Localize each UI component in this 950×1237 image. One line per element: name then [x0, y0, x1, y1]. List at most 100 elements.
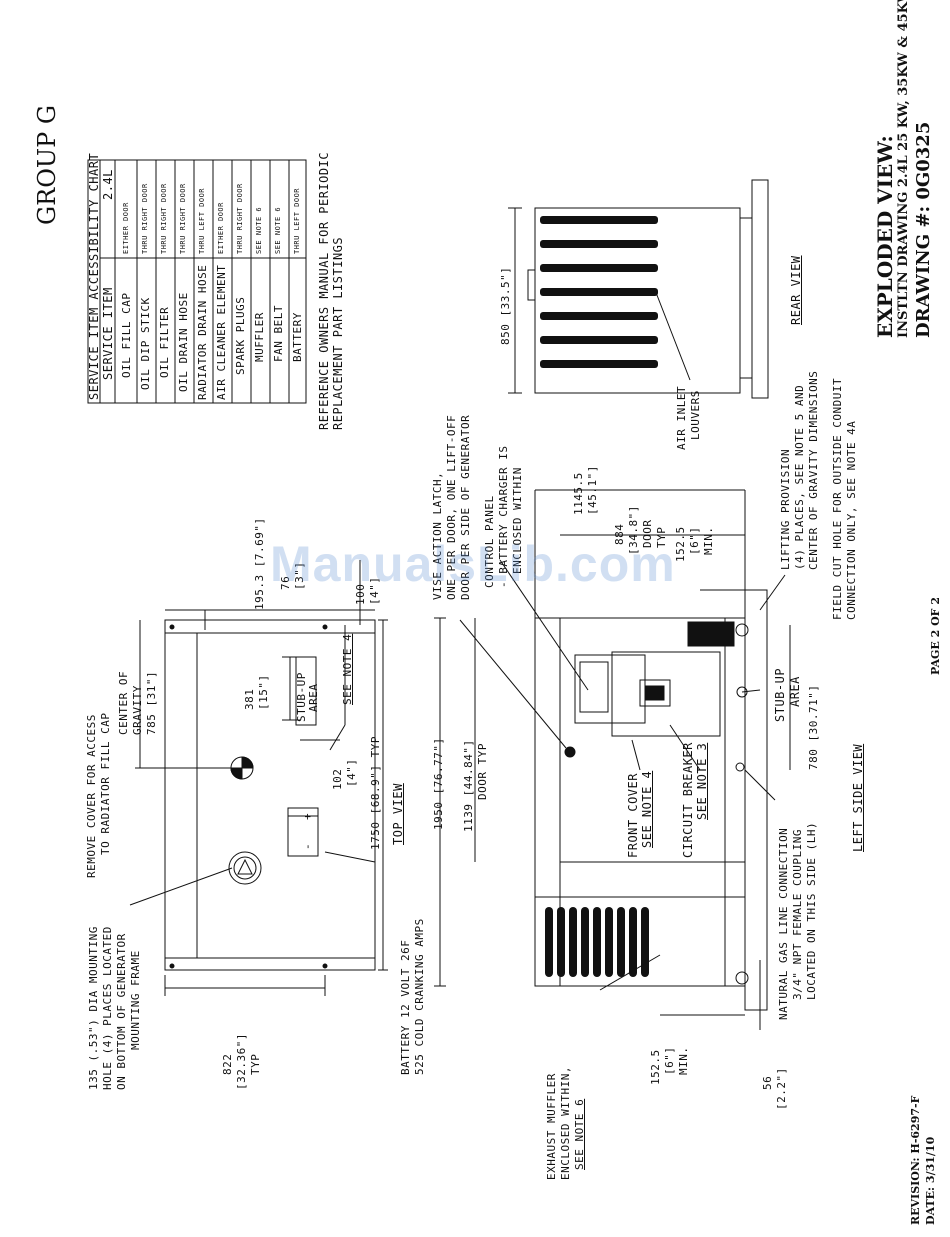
- width-dim: [32.36"]: [235, 1033, 248, 1090]
- dim-152-bottom: [6"]: [663, 1046, 676, 1076]
- front-cover-note: FRONT COVER: [626, 773, 640, 858]
- air-inlet-note: AIR INLET: [675, 385, 688, 450]
- dim-780: 780 [30.71"]: [807, 684, 820, 770]
- date: DATE: 3/31/10: [924, 1136, 937, 1225]
- breaker-note: CIRCUIT BREAKER: [681, 742, 695, 858]
- chart-row-access: EITHER DOOR: [217, 202, 225, 254]
- chart-row-item: OIL FILTER: [158, 306, 171, 378]
- remove-cover-note: TO RADIATOR FILL CAP: [99, 712, 112, 855]
- dim-56: 56: [761, 1075, 774, 1090]
- exhaust-note: EXHAUST MUFFLER: [545, 1073, 558, 1180]
- dim-381: [15"]: [257, 674, 270, 710]
- chart-row-access: THRU RIGHT DOOR: [179, 183, 187, 254]
- chart-row-access: THRU RIGHT DOOR: [141, 183, 149, 254]
- dim-1139: 1139 [44.84"]: [462, 739, 475, 832]
- service-chart-grid: [87, 159, 307, 404]
- left-side-view-label: LEFT SIDE VIEW: [851, 743, 865, 852]
- cog-note: CENTER OF: [117, 670, 130, 735]
- width-dim: TYP: [249, 1053, 262, 1075]
- cog-note: GRAVITY: [131, 685, 144, 735]
- cog-note: 785 [31"]: [145, 670, 158, 735]
- group-label: GROUP G: [33, 104, 61, 225]
- lifting-note: LIFTING PROVISION: [779, 448, 792, 570]
- battery-note: 525 COLD CRANKING AMPS: [413, 918, 426, 1075]
- chart-row-item: AIR CLEANER ELEMENT: [215, 264, 228, 400]
- rear-view-lines: [508, 179, 769, 399]
- dim-152-top: 152.5: [674, 526, 687, 562]
- dim-195: 195.3 [7.69"]: [253, 517, 266, 610]
- chart-row-item: RADIATOR DRAIN HOSE: [196, 264, 209, 400]
- dim-152-bottom: MIN.: [677, 1046, 690, 1076]
- top-see-note-4: SEE NOTE 4: [341, 633, 354, 705]
- lifting-note: CENTER OF GRAVITY DIMENSIONS: [807, 370, 820, 570]
- top-stub-up: AREA: [307, 683, 320, 713]
- dim-102: [4"]: [345, 758, 358, 788]
- air-inlet-note: LOUVERS: [689, 390, 702, 440]
- front-cover-note: SEE NOTE 4: [640, 770, 654, 848]
- field-cut-note: CONNECTION ONLY, SEE NOTE 4A: [845, 420, 858, 620]
- chart-row-access: THRU LEFT DOOR: [293, 187, 301, 254]
- field-cut-note: FIELD CUT HOLE FOR OUTSIDE CONDUIT: [831, 377, 844, 620]
- left-side-view-lines: [434, 489, 791, 1030]
- mounting-hole-note: 135 (.53") DIA MOUNTING: [87, 926, 100, 1090]
- breaker-note: SEE NOTE 3: [695, 742, 709, 820]
- revision: REVISION: H-6297-F: [909, 1095, 922, 1225]
- dim-1750: 1750 [68.9"] TYP: [369, 736, 382, 850]
- gas-line-note: 3/4" NPT FEMALE COUPLING: [791, 829, 804, 1000]
- exhaust-note: SEE NOTE 6: [573, 1098, 586, 1170]
- dim-102: 102: [331, 768, 344, 790]
- chart-row-item: OIL DRAIN HOSE: [177, 292, 190, 392]
- rear-view-label: REAR VIEW: [789, 255, 803, 325]
- dim-1145: [45.1"]: [586, 465, 599, 515]
- chart-row-access: SEE NOTE 6: [255, 206, 263, 254]
- battery-note: BATTERY 12 VOLT 26F: [399, 939, 412, 1075]
- drawing-number: DRAWING #: 0G0325: [913, 121, 934, 338]
- chart-reference-line2: REPLACEMENT PART LISTINGS: [331, 236, 345, 430]
- gas-line-note: LOCATED ON THIS SIDE (LH): [805, 821, 818, 1000]
- chart-row-access: EITHER DOOR: [122, 202, 130, 254]
- chart-row-access: THRU RIGHT DOOR: [160, 183, 168, 254]
- chart-row-item: OIL DIP STICK: [139, 297, 152, 390]
- mounting-hole-note: HOLE (4) PLACES LOCATED: [101, 926, 114, 1090]
- dim-850: 850 [33.5"]: [499, 266, 512, 345]
- dim-1145: 1145.5: [572, 472, 585, 515]
- dim-152-bottom: 152.5: [649, 1049, 662, 1085]
- exploded-view-title: EXPLODED VIEW:: [873, 135, 897, 338]
- chart-row-item: OIL FILL CAP: [120, 292, 133, 378]
- battery-plus: +: [301, 812, 314, 820]
- mounting-hole-note: MOUNTING FRAME: [129, 950, 142, 1050]
- side-stub-up: STUB-UP: [773, 667, 787, 722]
- width-dim: 822: [221, 1053, 234, 1075]
- top-stub-up: STUB-UP: [295, 672, 308, 722]
- dim-56: [2.2"]: [775, 1067, 788, 1110]
- dim-1950: 1950 [76.77"]: [432, 737, 445, 830]
- mounting-hole-note: ON BOTTOM OF GENERATOR: [115, 933, 128, 1090]
- chart-col-service-item: SERVICE ITEM: [101, 287, 115, 380]
- chart-row-access: SEE NOTE 6: [274, 206, 282, 254]
- side-stub-up: AREA: [788, 676, 802, 707]
- top-view-lines: [129, 560, 388, 996]
- chart-col-engine: 2.4L: [101, 169, 115, 200]
- dim-381: 381: [243, 688, 256, 710]
- chart-row-item: SPARK PLUGS: [234, 296, 247, 375]
- dim-152-top: [6"]: [688, 526, 701, 556]
- chart-title: SERVICE ITEM ACCESSIBILITY CHART: [87, 152, 101, 400]
- chart-row-item: FAN BELT: [272, 305, 285, 362]
- dim-1139: DOOR TYP: [476, 743, 489, 800]
- top-view-label: TOP VIEW: [391, 783, 405, 845]
- gas-line-note: NATURAL GAS LINE CONNECTION: [777, 827, 790, 1020]
- chart-row-access: THRU LEFT DOOR: [198, 187, 206, 254]
- chart-row-item: MUFFLER: [253, 312, 266, 362]
- chart-row-item: BATTERY: [291, 312, 304, 362]
- chart-row-access: THRU RIGHT DOOR: [236, 183, 244, 254]
- remove-cover-note: REMOVE COVER FOR ACCESS: [85, 714, 98, 878]
- dim-152-top: MIN.: [702, 526, 715, 556]
- page-number: PAGE 2 OF 2: [929, 597, 942, 675]
- drawing-subtitle: INSTLTN DRAWING 2.4L 25 KW, 35KW & 45KW: [896, 0, 911, 338]
- battery-minus: -: [301, 842, 314, 850]
- watermark: ManualsLib.com: [270, 536, 676, 592]
- lifting-note: (4) PLACES, SEE NOTE 5 AND: [793, 384, 806, 570]
- chart-reference-line1: REFERENCE OWNERS MANUAL FOR PERIODIC: [317, 151, 331, 430]
